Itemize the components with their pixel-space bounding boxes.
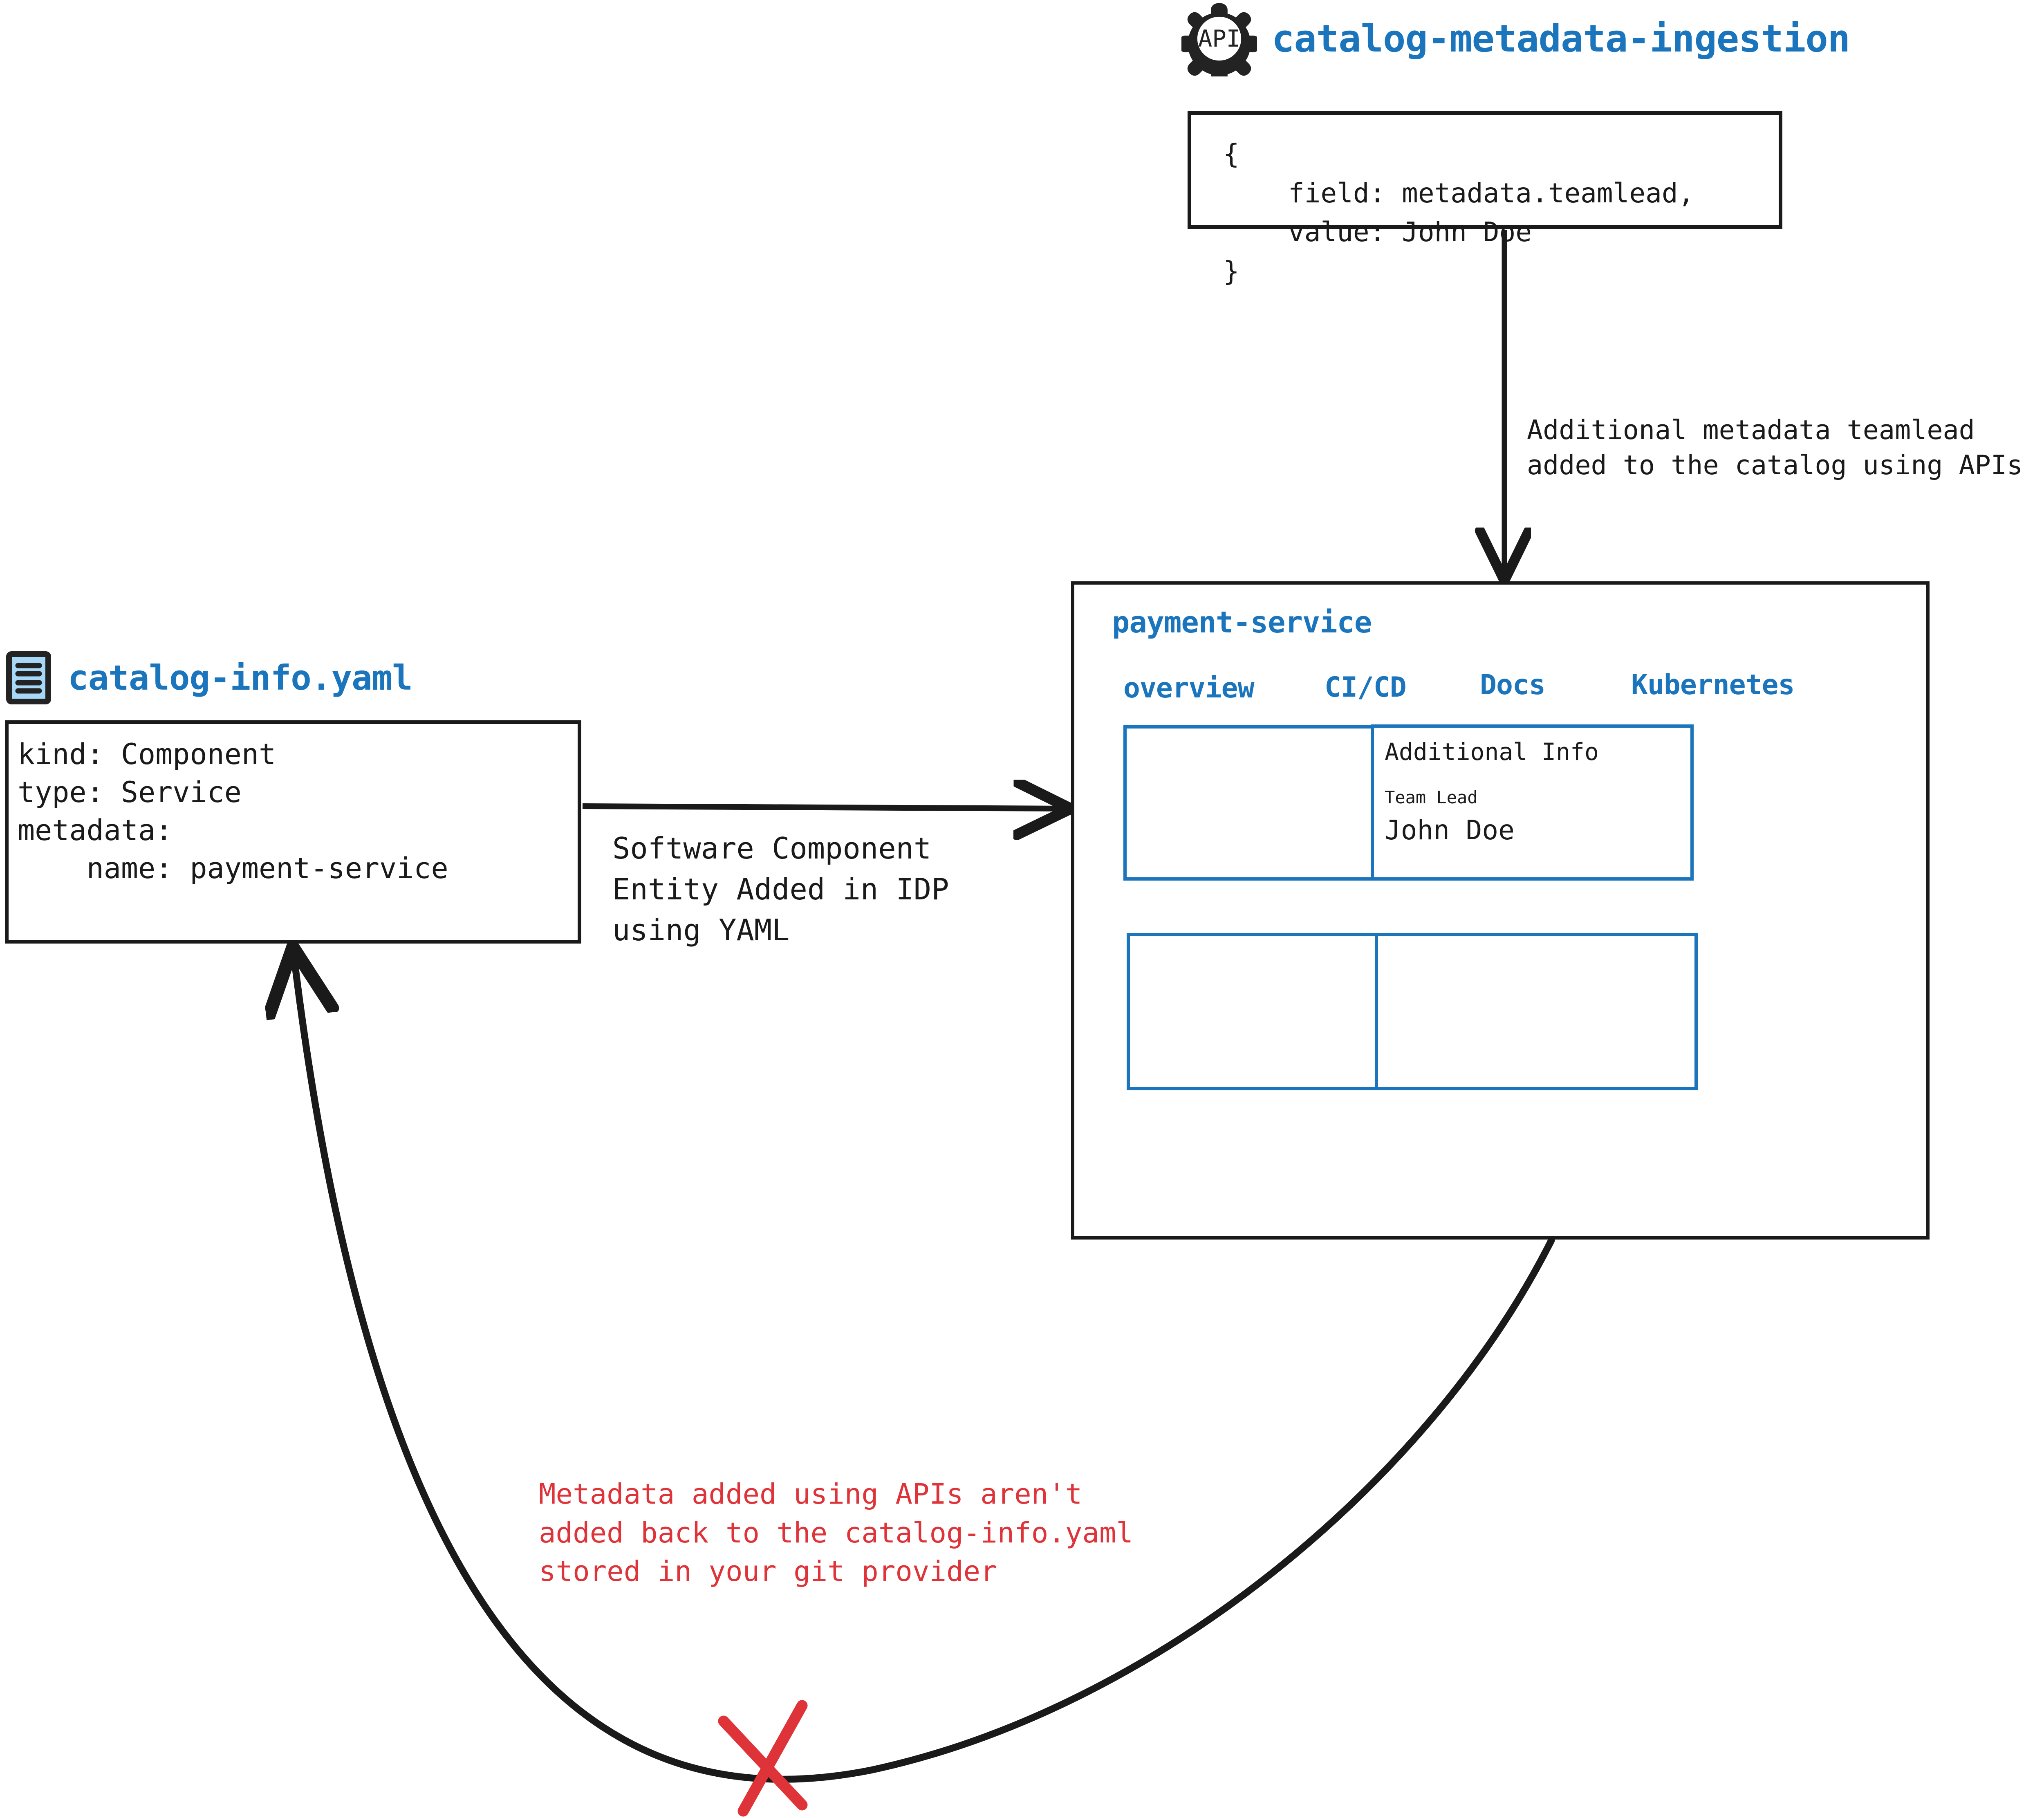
tab-cicd[interactable]: CI/CD: [1325, 671, 1407, 704]
card-top-left[interactable]: [1123, 725, 1385, 881]
card-additional-info[interactable]: Additional Info Team Lead John Doe: [1371, 724, 1694, 881]
entity-panel: payment-service overview CI/CD Docs Kube…: [1071, 581, 1930, 1240]
tab-overview[interactable]: overview: [1123, 672, 1255, 704]
yaml-source-title: catalog-info.yaml: [68, 658, 413, 698]
card-bottom-left[interactable]: [1127, 933, 1388, 1090]
tab-docs[interactable]: Docs: [1480, 669, 1546, 701]
api-gear-icon: API: [1181, 3, 1257, 76]
api-source-header: API catalog-metadata-ingestion: [1181, 1, 1850, 76]
additional-info-title: Additional Info: [1385, 738, 1599, 766]
red-x-icon: [718, 1700, 808, 1817]
additional-info-field-key: Team Lead: [1385, 787, 1478, 807]
api-gear-label: API: [1198, 25, 1241, 52]
yaml-source-header: catalog-info.yaml: [6, 651, 413, 705]
arrow-api-to-entity-label: Additional metadata teamlead added to th…: [1527, 415, 2023, 481]
card-bottom-right[interactable]: [1375, 933, 1698, 1090]
additional-info-field-value: John Doe: [1385, 814, 1515, 846]
sync-warning-note: Metadata added using APIs aren't added b…: [539, 1478, 1133, 1588]
arrow-yaml-to-entity: [582, 806, 1066, 809]
entity-panel-tabs: overview CI/CD Docs Kubernetes: [1112, 671, 1876, 704]
tab-kubernetes[interactable]: Kubernetes: [1631, 669, 1795, 701]
yaml-content-code: kind: Component type: Service metadata: …: [18, 738, 448, 885]
yaml-file-icon: [6, 651, 51, 704]
api-source-title: catalog-metadata-ingestion: [1272, 16, 1850, 61]
arrow-yaml-to-entity-label: Software Component Entity Added in IDP u…: [612, 831, 949, 948]
api-payload-code: { field: metadata.teamlead, value: John …: [1223, 138, 1694, 287]
entity-panel-title: payment-service: [1112, 605, 1372, 639]
api-payload-box: { field: metadata.teamlead, value: John …: [1188, 111, 1782, 287]
yaml-content-box: kind: Component type: Service metadata: …: [5, 720, 581, 944]
